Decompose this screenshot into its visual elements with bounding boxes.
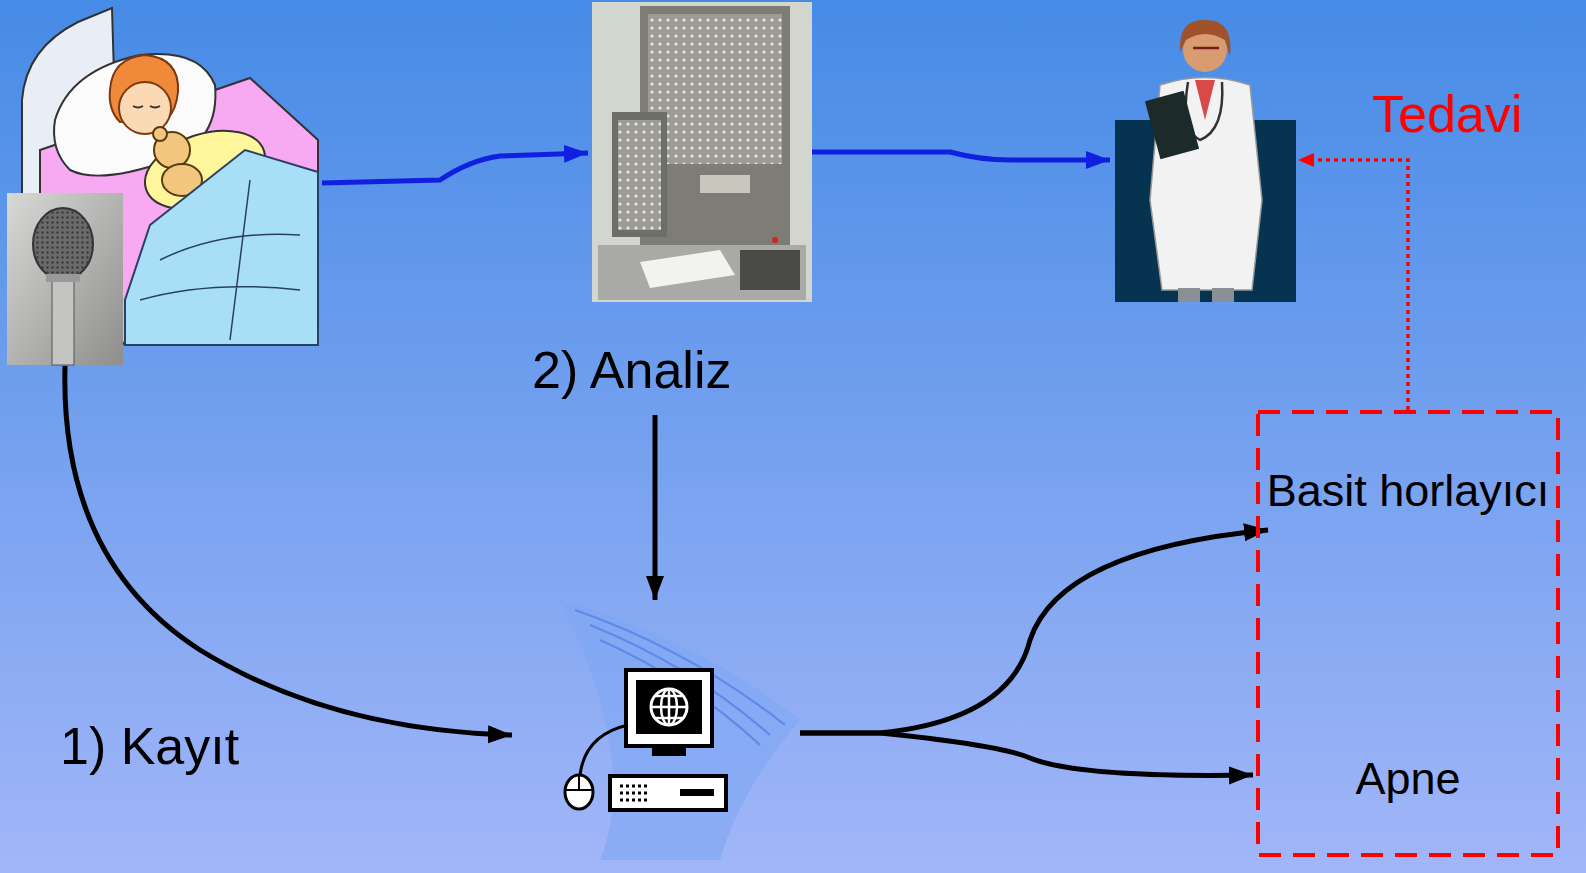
flow-arrow	[812, 152, 1110, 160]
side-panel	[618, 120, 661, 230]
keyboard	[610, 776, 726, 810]
computer-icon	[560, 600, 800, 860]
swoosh	[560, 600, 800, 860]
treatment-arrow	[1298, 160, 1408, 410]
globe-meridian	[661, 689, 677, 725]
teddy-ear	[153, 127, 167, 141]
lamp	[772, 237, 778, 243]
treatment-label: Tedavi	[1372, 84, 1522, 144]
flow-arrow	[322, 153, 588, 183]
globe	[651, 689, 687, 725]
result-node: Apne	[1264, 740, 1552, 818]
mic-head	[33, 208, 93, 280]
screen	[636, 680, 702, 734]
flow-arrow	[800, 733, 1253, 775]
monitor	[626, 670, 712, 746]
paper	[640, 250, 735, 288]
flow-arrow	[653, 415, 658, 600]
node-text: Basit horlayıcı	[1264, 452, 1552, 530]
keys	[620, 786, 650, 800]
globe-lines	[651, 689, 687, 725]
doctor-illustration	[1115, 20, 1296, 302]
leg	[1178, 288, 1200, 302]
display	[700, 175, 750, 193]
recorder	[740, 250, 800, 290]
microphone-photo	[7, 193, 123, 365]
flow-arrow	[65, 366, 512, 735]
slot	[680, 789, 714, 796]
result-node: Basit horlayıcı	[1264, 452, 1552, 530]
result-group-box	[1258, 412, 1558, 855]
mouse-buttons	[565, 775, 593, 790]
mouse-cable	[580, 725, 628, 775]
blanket-folds	[140, 180, 300, 340]
mic-ring	[46, 274, 80, 282]
mouse	[565, 775, 593, 809]
leg	[1212, 288, 1234, 302]
photo-frame	[592, 2, 812, 302]
polysomnograph-photo	[592, 2, 812, 302]
clipboard	[1145, 91, 1199, 159]
desk	[598, 245, 806, 300]
photo-frame	[7, 193, 123, 365]
mic-handle	[52, 275, 74, 365]
step-label: 2) Analiz	[532, 340, 731, 400]
swoosh-lines	[575, 610, 785, 745]
hair	[1180, 20, 1231, 56]
monitor-stand	[652, 746, 686, 756]
step-label: 1) Kayıt	[60, 716, 239, 776]
flow-arrow	[800, 530, 1268, 733]
node-text: Apne	[1264, 740, 1552, 818]
face	[119, 82, 171, 134]
glasses	[1193, 47, 1219, 50]
shirt	[1195, 80, 1215, 120]
knob-panel	[648, 14, 782, 164]
side-unit	[612, 112, 667, 237]
blanket	[125, 150, 318, 345]
eyes	[133, 106, 160, 108]
